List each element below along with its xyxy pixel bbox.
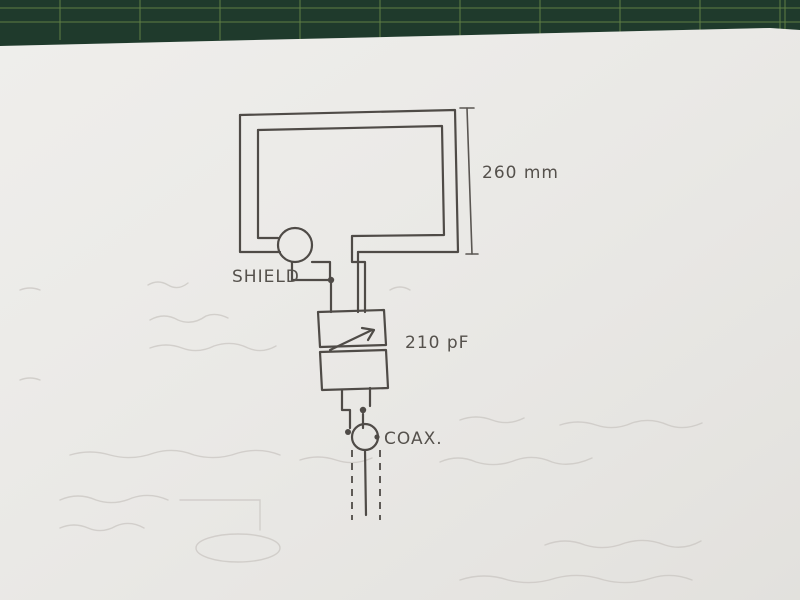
dimension-marker (459, 107, 479, 255)
capacitor-leads (340, 386, 372, 435)
show-through-writing (19, 281, 703, 584)
shield-label: SHIELD (232, 267, 300, 287)
variable-capacitor (316, 308, 390, 392)
coax-cable (351, 448, 381, 520)
coax-label: COAX. (384, 429, 443, 449)
dimension-label: 260 mm (482, 163, 559, 183)
loop-antenna (238, 108, 460, 254)
shield-gap-circle (276, 226, 314, 264)
capacitor-label: 210 pF (405, 333, 469, 353)
shield-wiring (290, 260, 335, 314)
